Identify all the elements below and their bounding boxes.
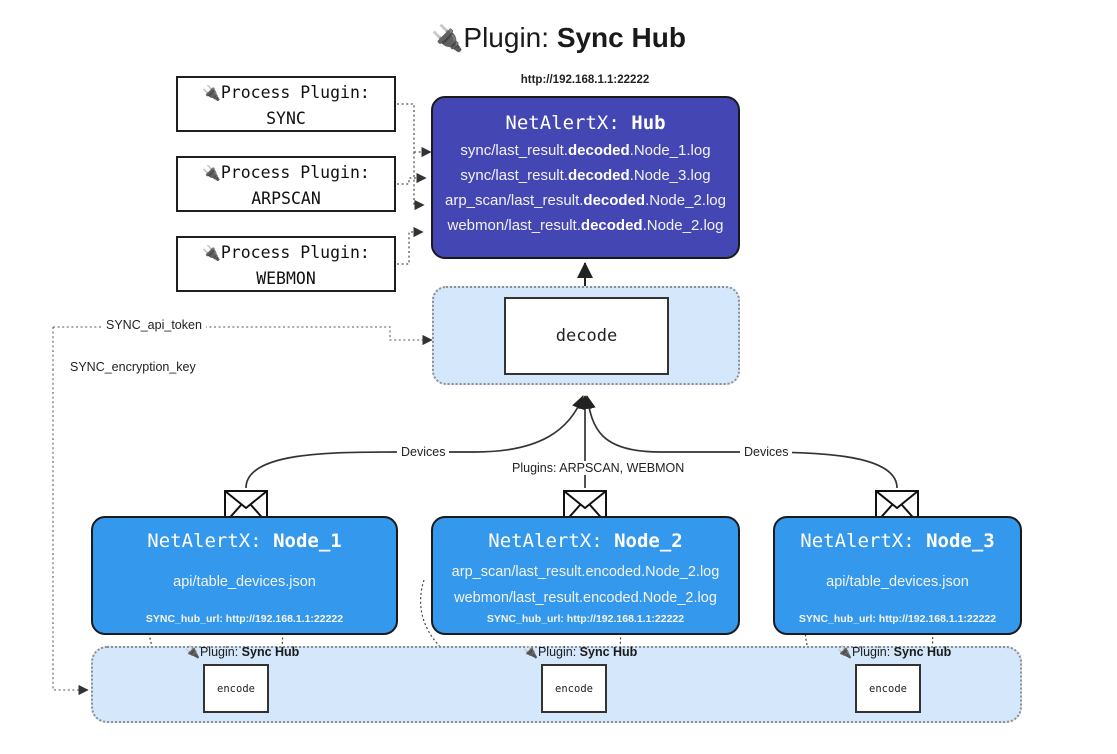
hub-log-post: .Node_2.log bbox=[642, 217, 724, 234]
page-title: 🔌Plugin: Sync Hub bbox=[0, 18, 1117, 58]
node-resource-line: api/table_devices.json bbox=[826, 574, 969, 590]
plug-icon: 🔌 bbox=[202, 244, 221, 262]
process-plugin-label: Process Plugin: bbox=[220, 243, 370, 262]
process-plugin-box-arpscan[interactable]: 🔌Process Plugin: ARPSCAN bbox=[176, 156, 396, 212]
hub-log-line: sync/last_result.decoded.Node_1.log bbox=[433, 138, 738, 163]
encode-box[interactable]: encode bbox=[541, 664, 607, 713]
encode-label-prefix: Plugin: bbox=[851, 645, 894, 659]
hub-log-pre: sync/last_result. bbox=[460, 167, 568, 184]
hub-log-post: .Node_1.log bbox=[629, 142, 711, 159]
encode-label-name: Sync Hub bbox=[579, 645, 638, 659]
node-title-name: Node_2 bbox=[614, 530, 683, 552]
plug-icon: 🔌 bbox=[837, 645, 852, 659]
encode-plugin-label: 🔌Plugin: Sync Hub bbox=[185, 644, 299, 660]
hub-title: NetAlertX: Hub bbox=[433, 108, 738, 138]
process-plugin-box-webmon[interactable]: 🔌Process Plugin: WEBMON bbox=[176, 236, 396, 292]
node-hub-url-footer: SYNC_hub_url: http://192.168.1.1:22222 bbox=[798, 613, 997, 625]
hub-node-box[interactable]: NetAlertX: Hub sync/last_result.decoded.… bbox=[431, 96, 740, 259]
decode-box[interactable]: decode bbox=[504, 297, 669, 375]
encode-group-node-3: 🔌Plugin: Sync Hub encode bbox=[837, 644, 951, 713]
node-box-node-1[interactable]: NetAlertX: Node_1 api/table_devices.json… bbox=[91, 516, 398, 635]
node-title: NetAlertX: Node_2 bbox=[433, 527, 738, 555]
hub-log-bold: decoded bbox=[567, 142, 630, 159]
node-title-name: Node_1 bbox=[273, 530, 342, 552]
process-plugin-name: SYNC bbox=[266, 109, 306, 128]
plug-icon: 🔌 bbox=[185, 645, 200, 659]
encode-label-prefix: Plugin: bbox=[537, 645, 580, 659]
node-box-node-2[interactable]: NetAlertX: Node_2 arp_scan/last_result.e… bbox=[431, 516, 740, 635]
encode-plugin-label: 🔌Plugin: Sync Hub bbox=[523, 644, 637, 660]
process-plugin-label: Process Plugin: bbox=[220, 163, 370, 182]
process-plugin-name: ARPSCAN bbox=[251, 189, 321, 208]
label-sync-encryption-key: SYNC_encryption_key bbox=[66, 360, 200, 374]
config-token-routes bbox=[52, 326, 433, 696]
hub-log-line: arp_scan/last_result.decoded.Node_2.log bbox=[433, 188, 738, 213]
node-resource-line: webmon/last_result.encoded.Node_2.log bbox=[454, 590, 717, 606]
plug-icon: 🔌 bbox=[431, 23, 464, 53]
hub-log-bold: decoded bbox=[583, 192, 646, 209]
node-title: NetAlertX: Node_3 bbox=[775, 527, 1020, 555]
node-title-prefix: NetAlertX: bbox=[800, 530, 927, 552]
encode-group-node-1: 🔌Plugin: Sync Hub encode bbox=[185, 644, 299, 713]
hub-log-bold: decoded bbox=[567, 167, 630, 184]
hub-url-label: http://192.168.1.1:22222 bbox=[520, 74, 650, 86]
node-hub-url-footer: SYNC_hub_url: http://192.168.1.1:22222 bbox=[145, 613, 344, 625]
encode-label-name: Sync Hub bbox=[893, 645, 952, 659]
plug-icon: 🔌 bbox=[202, 84, 221, 102]
encode-label-name: Sync Hub bbox=[241, 645, 300, 659]
encode-box[interactable]: encode bbox=[203, 664, 269, 713]
process-plugin-label: Process Plugin: bbox=[220, 83, 370, 102]
node-resource-line: api/table_devices.json bbox=[173, 574, 316, 590]
label-devices-left: Devices bbox=[397, 445, 450, 459]
label-sync-api-token: SYNC_api_token bbox=[102, 318, 206, 332]
node-title: NetAlertX: Node_1 bbox=[93, 527, 396, 555]
encode-plugin-label: 🔌Plugin: Sync Hub bbox=[837, 644, 951, 660]
label-plugins-middle: Plugins: ARPSCAN, WEBMON bbox=[508, 461, 689, 475]
encode-label-prefix: Plugin: bbox=[199, 645, 242, 659]
plug-icon: 🔌 bbox=[202, 164, 221, 182]
node-resource-line: arp_scan/last_result.encoded.Node_2.log bbox=[451, 564, 720, 580]
hub-log-pre: sync/last_result. bbox=[460, 142, 568, 159]
hub-log-pre: arp_scan/last_result. bbox=[445, 192, 584, 209]
hub-title-name: Hub bbox=[631, 112, 666, 134]
node-box-node-3[interactable]: NetAlertX: Node_3 api/table_devices.json… bbox=[773, 516, 1022, 635]
process-plugin-name: WEBMON bbox=[256, 269, 316, 288]
process-plugin-box-sync[interactable]: 🔌Process Plugin: SYNC bbox=[176, 76, 396, 132]
page-title-prefix: Plugin: bbox=[463, 22, 557, 53]
process-plugin-connectors bbox=[397, 103, 432, 265]
page-title-name: Sync Hub bbox=[556, 22, 686, 53]
node-hub-url-footer: SYNC_hub_url: http://192.168.1.1:22222 bbox=[486, 613, 685, 625]
hub-log-line: webmon/last_result.decoded.Node_2.log bbox=[433, 213, 738, 238]
node-title-prefix: NetAlertX: bbox=[147, 530, 274, 552]
hub-log-post: .Node_2.log bbox=[645, 192, 726, 209]
node-title-prefix: NetAlertX: bbox=[488, 530, 615, 552]
hub-title-prefix: NetAlertX: bbox=[505, 112, 632, 134]
encode-group-node-2: 🔌Plugin: Sync Hub encode bbox=[523, 644, 637, 713]
plug-icon: 🔌 bbox=[523, 645, 538, 659]
hub-log-bold: decoded bbox=[580, 217, 643, 234]
label-devices-right: Devices bbox=[740, 445, 793, 459]
hub-log-post: .Node_3.log bbox=[629, 167, 711, 184]
encode-box[interactable]: encode bbox=[855, 664, 921, 713]
hub-log-pre: webmon/last_result. bbox=[447, 217, 581, 234]
node-title-name: Node_3 bbox=[926, 530, 995, 552]
hub-log-line: sync/last_result.decoded.Node_3.log bbox=[433, 163, 738, 188]
